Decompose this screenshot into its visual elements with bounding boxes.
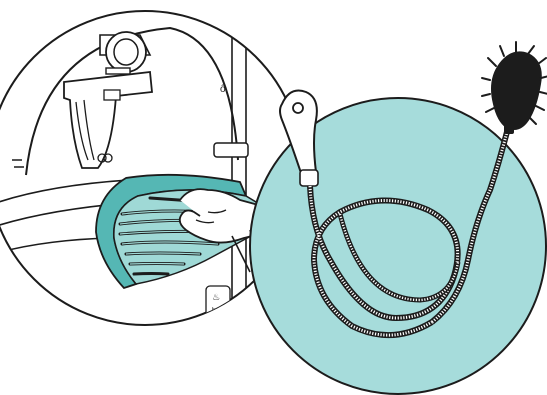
svg-text:♨: ♨ (212, 330, 220, 340)
door-symbol: ő (220, 84, 226, 95)
bristle-head-icon (482, 42, 547, 134)
hinge-bracket (214, 143, 248, 157)
control-panel-symbols-icon: ♨ ▷ ◁ ♨ (206, 286, 230, 346)
brush-detail (250, 42, 547, 394)
dryer-interior-illustration: ő (0, 10, 302, 346)
svg-text:♨: ♨ (212, 293, 220, 303)
svg-text:◁: ◁ (212, 318, 219, 328)
